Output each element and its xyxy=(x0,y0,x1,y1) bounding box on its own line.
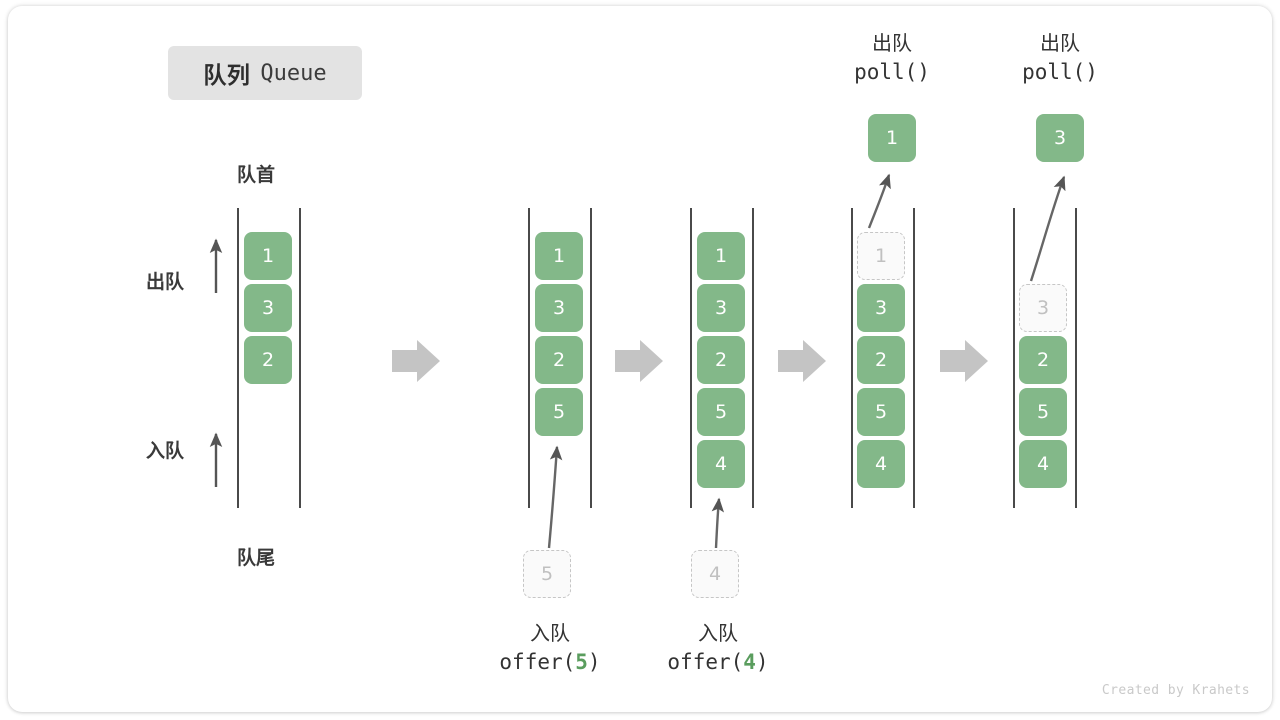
operation-label-cn: 出队 xyxy=(872,31,912,55)
queue-slot: 1 xyxy=(697,232,745,280)
queue-front-label: 队首 xyxy=(237,164,276,186)
queue-slot: 4 xyxy=(1019,440,1067,488)
queue-slot: 3 xyxy=(697,284,745,332)
title-chinese: 队列 xyxy=(203,63,251,89)
operation-label-code: offer(5) xyxy=(470,648,630,677)
rail-right xyxy=(913,208,915,508)
code-prefix: poll( xyxy=(854,59,918,84)
queue-slot: 4 xyxy=(857,440,905,488)
poll-result-3: 3 xyxy=(1036,114,1084,162)
queue-slot: 5 xyxy=(857,388,905,436)
code-prefix: offer( xyxy=(499,649,576,674)
queue-slot-ghost: 1 xyxy=(857,232,905,280)
rail-left xyxy=(237,208,239,508)
rail-right xyxy=(752,208,754,508)
code-value: 5 xyxy=(575,649,588,674)
queue-slot: 3 xyxy=(857,284,905,332)
rail-right xyxy=(1075,208,1077,508)
operation-label-cn: 出队 xyxy=(1040,31,1080,55)
queue-slot: 2 xyxy=(697,336,745,384)
operation-caption-poll-3: 出队 poll() xyxy=(980,30,1140,87)
queue-rear-label: 队尾 xyxy=(237,547,276,569)
operation-label-code: offer(4) xyxy=(638,648,798,677)
queue-slot: 5 xyxy=(697,388,745,436)
queue-slot: 2 xyxy=(857,336,905,384)
queue-slot: 1 xyxy=(535,232,583,280)
rail-right xyxy=(299,208,301,508)
queue-slot: 2 xyxy=(1019,336,1067,384)
queue-slot: 5 xyxy=(1019,388,1067,436)
rail-left xyxy=(690,208,692,508)
offer-input-ghost-5: 5 xyxy=(523,550,571,598)
offer-input-ghost-4: 4 xyxy=(691,550,739,598)
code-suffix: ) xyxy=(917,59,930,84)
diagram-card xyxy=(8,6,1272,712)
watermark-credit: Created by Krahets xyxy=(1101,683,1250,698)
queue-slot: 4 xyxy=(697,440,745,488)
enqueue-direction-label: 入队 xyxy=(146,440,185,462)
operation-label-code: poll() xyxy=(812,58,972,87)
dequeue-direction-label: 出队 xyxy=(146,271,185,293)
operation-caption-poll-1: 出队 poll() xyxy=(812,30,972,87)
queue-slot: 3 xyxy=(535,284,583,332)
title-english: Queue xyxy=(260,60,327,86)
rail-left xyxy=(851,208,853,508)
queue-slot: 2 xyxy=(535,336,583,384)
operation-caption-offer-4: 入队 offer(4) xyxy=(638,620,798,677)
queue-slot: 3 xyxy=(244,284,292,332)
code-suffix: ) xyxy=(755,649,769,674)
rail-left xyxy=(1013,208,1015,508)
operation-label-cn: 入队 xyxy=(530,621,570,645)
queue-slot-ghost: 3 xyxy=(1019,284,1067,332)
rail-right xyxy=(590,208,592,508)
diagram-title-badge: 队列 Queue xyxy=(168,46,362,100)
code-suffix: ) xyxy=(587,649,601,674)
code-value: 4 xyxy=(743,649,756,674)
code-prefix: poll( xyxy=(1022,59,1086,84)
operation-label-cn: 入队 xyxy=(698,621,738,645)
queue-slot: 2 xyxy=(244,336,292,384)
code-suffix: ) xyxy=(1085,59,1098,84)
queue-slot: 1 xyxy=(244,232,292,280)
code-prefix: offer( xyxy=(667,649,744,674)
queue-slot: 5 xyxy=(535,388,583,436)
rail-left xyxy=(528,208,530,508)
operation-label-code: poll() xyxy=(980,58,1140,87)
poll-result-1: 1 xyxy=(868,114,916,162)
operation-caption-offer-5: 入队 offer(5) xyxy=(470,620,630,677)
